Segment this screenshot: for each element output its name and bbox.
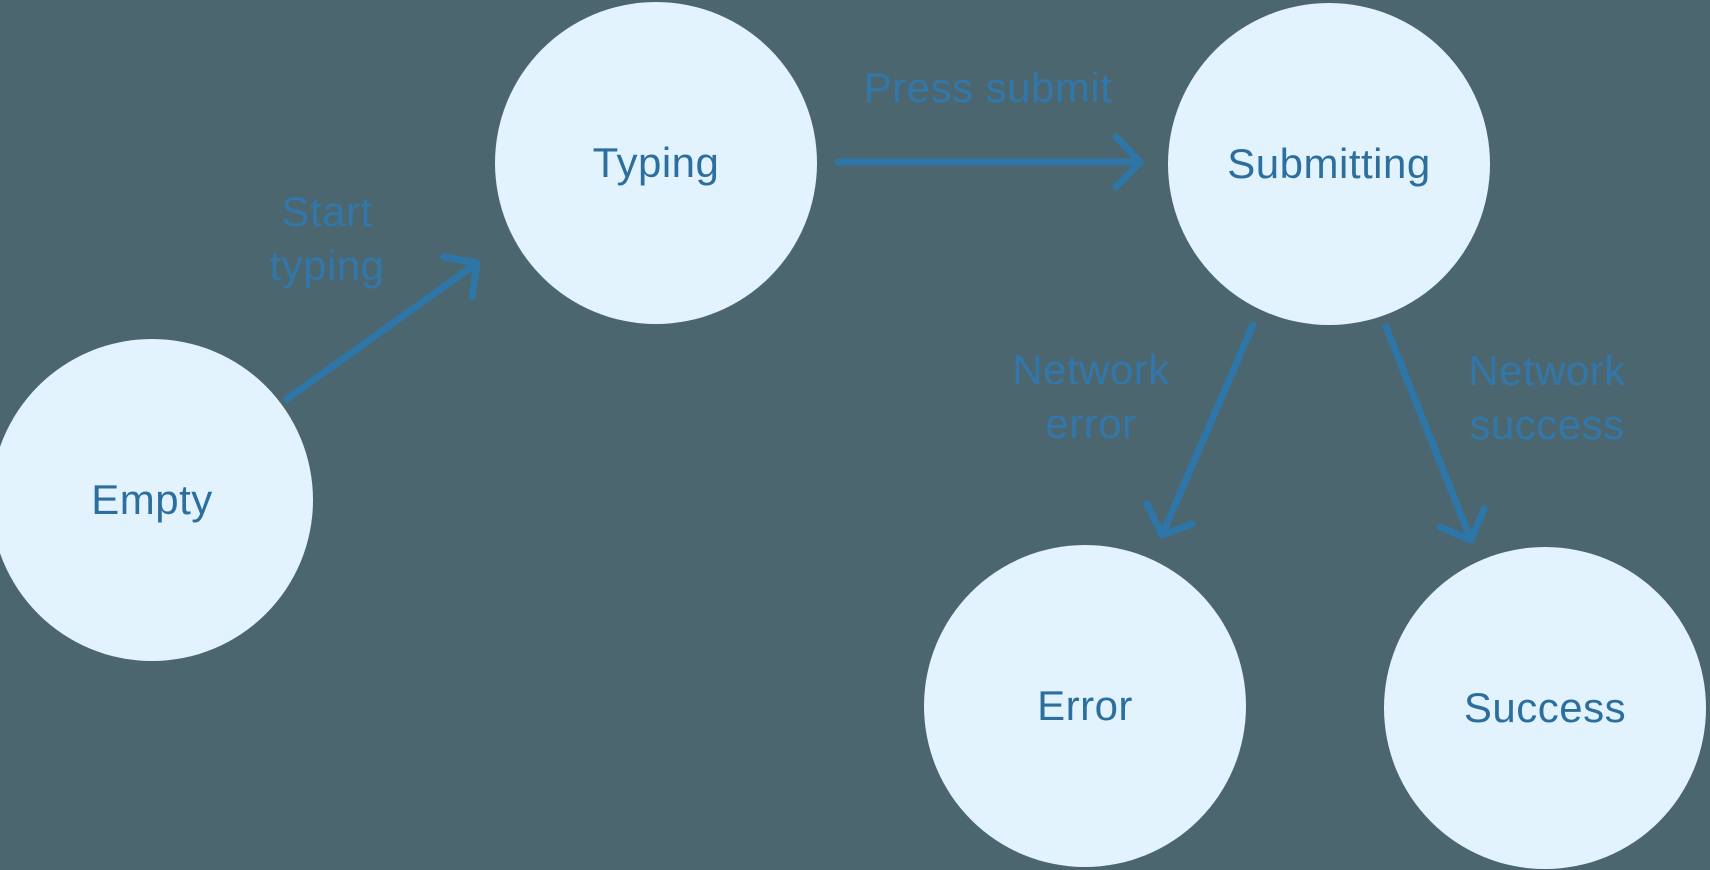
state-node-label: Empty — [91, 476, 213, 523]
state-node-label: Typing — [592, 139, 720, 186]
state-node-error: Error — [924, 545, 1246, 867]
edge-label-press-submit: Press submit — [864, 61, 1113, 115]
edge-label-line: typing — [269, 242, 385, 289]
edge-label-network-error: Network error — [1012, 343, 1170, 451]
state-node-label: Error — [1037, 682, 1133, 729]
arrowhead-icon — [1143, 500, 1196, 539]
state-node-submitting: Submitting — [1168, 3, 1490, 325]
edge-typing-submitting — [834, 133, 1144, 191]
edge-label-line: Press submit — [863, 64, 1113, 111]
state-node-label: Success — [1463, 684, 1627, 731]
arrowhead-icon — [1112, 133, 1144, 191]
edge-label-line: Network — [1012, 346, 1170, 393]
state-node-label: Submitting — [1227, 140, 1431, 187]
edge-label-line: error — [1045, 400, 1137, 447]
arrowhead-icon — [440, 253, 481, 301]
edge-label-start-typing: Start typing — [269, 185, 384, 293]
edge-label-line: Network — [1468, 347, 1626, 394]
arrowhead-icon — [1436, 505, 1488, 544]
state-node-typing: Typing — [495, 2, 817, 324]
edge-label-line: success — [1469, 401, 1625, 448]
edge-label-line: Start — [281, 188, 373, 235]
arrow-line — [1382, 323, 1475, 544]
edge-label-network-success: Network success — [1468, 344, 1626, 452]
state-node-empty: Empty — [0, 339, 313, 661]
arrow-line — [1158, 321, 1257, 539]
state-node-success: Success — [1384, 547, 1706, 869]
